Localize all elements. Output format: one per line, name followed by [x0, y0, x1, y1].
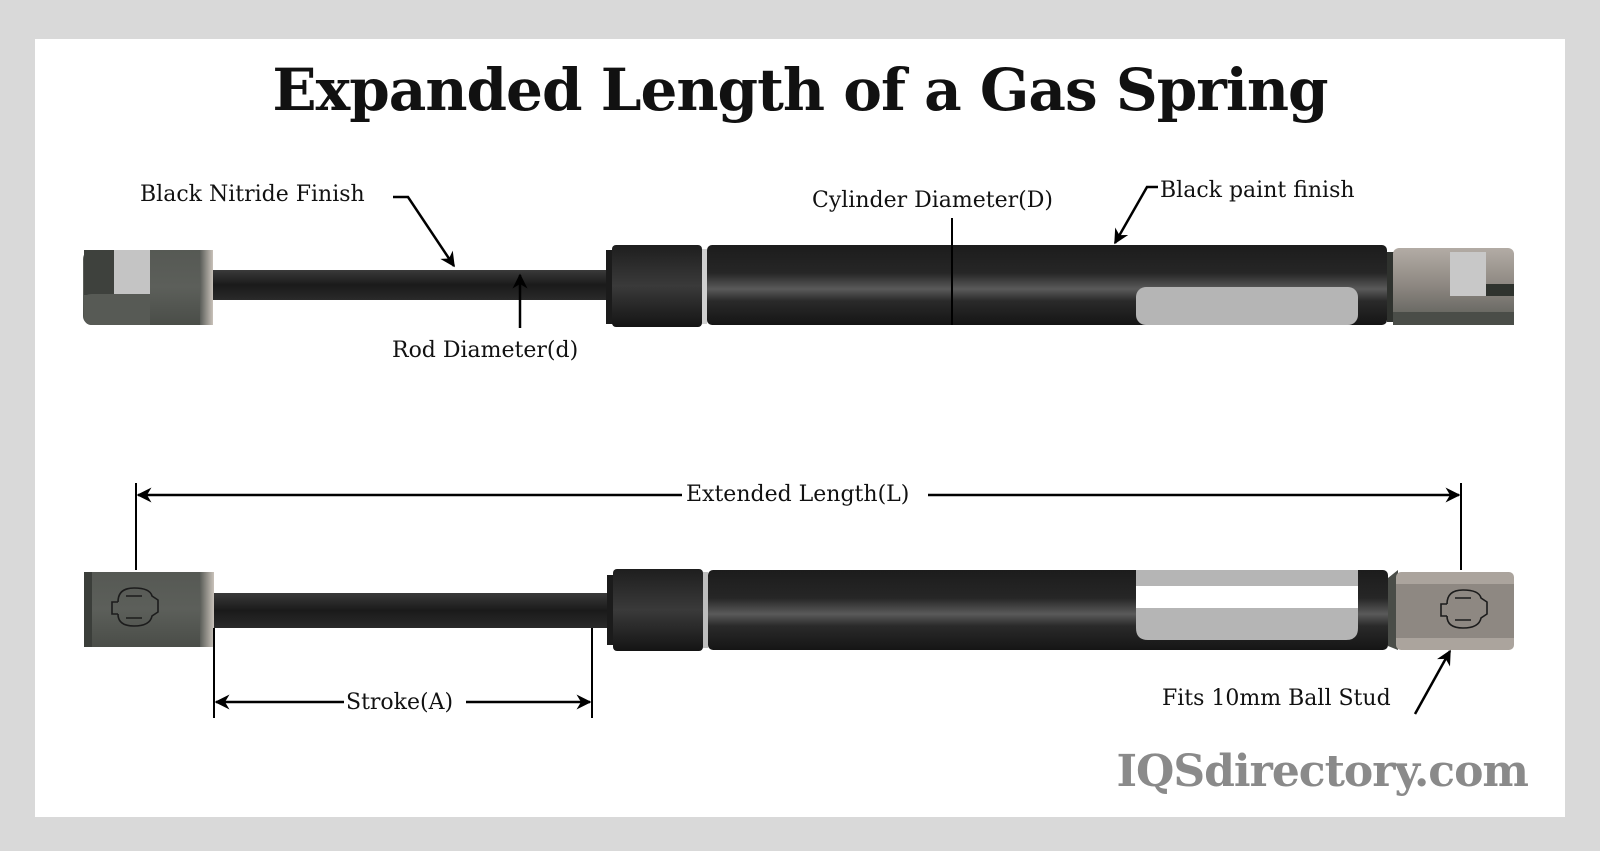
top-seal-collar: [606, 245, 707, 327]
rod-finish-label: Black Nitride Finish: [140, 182, 365, 207]
brand-watermark: IQSdirectory.com: [1116, 746, 1529, 797]
top-cylinder: [707, 218, 1387, 325]
rod-diameter-label: Rod Diameter(d): [392, 338, 579, 363]
bottom-left-end-fitting: [84, 572, 214, 647]
bottom-piston-rod: [214, 593, 609, 628]
ball-socket-icon-left: [111, 587, 159, 627]
top-piston-rod: [213, 270, 608, 300]
cylinder-diameter-label: Cylinder Diameter(D): [812, 188, 1053, 213]
bottom-right-end-fitting: [1388, 570, 1514, 650]
bottom-gas-spring: [84, 569, 1514, 651]
ball-socket-icon-right: [1440, 589, 1488, 629]
top-left-end-fitting: [83, 250, 213, 325]
stroke-label: Stroke(A): [346, 690, 454, 715]
cylinder-finish-label: Black paint finish: [1160, 178, 1355, 203]
rod-finish-leader: [393, 195, 456, 268]
cylinder-finish-leader: [1113, 185, 1158, 245]
extended-length-dimension: [135, 483, 1462, 570]
stroke-dimension: [213, 628, 593, 718]
diagram-panel: [35, 39, 1565, 817]
ball-stud-leader: [1413, 649, 1452, 715]
top-right-end-fitting: [1387, 248, 1514, 325]
end-fitting-label: Fits 10mm Ball Stud: [1162, 686, 1391, 711]
bottom-seal-collar: [607, 569, 708, 651]
top-gas-spring: [83, 218, 1514, 327]
bottom-cylinder: [708, 570, 1388, 650]
diagram-title: Expanded Length of a Gas Spring: [272, 56, 1328, 124]
extended-length-label: Extended Length(L): [686, 482, 910, 507]
